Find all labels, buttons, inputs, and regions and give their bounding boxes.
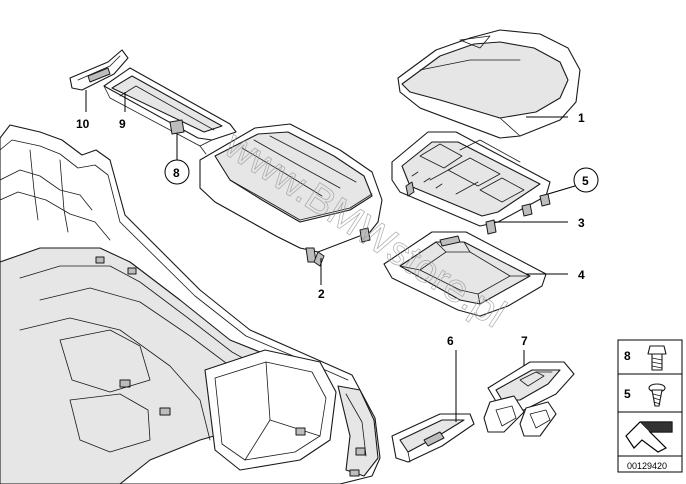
callout-3: 3	[578, 216, 585, 230]
center-console-housing	[0, 124, 381, 484]
storage-tray	[383, 231, 547, 317]
callout-labels: 1 2 3 4 5 6 7 8 9 10	[76, 111, 599, 348]
callout-8-circle	[164, 159, 190, 185]
tray-clip	[69, 49, 129, 91]
callout-7: 7	[521, 334, 528, 348]
callout-2: 2	[318, 287, 325, 301]
callout-10: 10	[76, 117, 90, 131]
armrest-base	[199, 123, 383, 267]
callout-5: 5	[582, 174, 589, 188]
armrest-cover	[397, 29, 581, 139]
callout-8: 8	[173, 166, 180, 180]
side-tray	[103, 67, 237, 155]
bolt-icon	[647, 345, 667, 371]
diagram-id: 00129420	[627, 461, 667, 471]
callout-5-circle	[573, 167, 599, 193]
legend-bolt-label: 8	[624, 349, 631, 363]
ashtray-insert	[391, 413, 475, 463]
callout-6: 6	[447, 334, 454, 348]
direction-arrow-icon	[625, 421, 673, 453]
legend-screw-label: 5	[624, 387, 631, 401]
leader-lines	[85, 90, 576, 422]
cup-holder	[483, 361, 575, 437]
screw-icon	[648, 383, 666, 407]
callout-4: 4	[578, 268, 585, 282]
hardware-legend: 8 5 00129420	[617, 339, 683, 473]
callout-9: 9	[119, 117, 126, 131]
legend-frame	[617, 339, 683, 473]
armrest-carrier	[391, 131, 551, 235]
callout-1: 1	[578, 111, 585, 125]
